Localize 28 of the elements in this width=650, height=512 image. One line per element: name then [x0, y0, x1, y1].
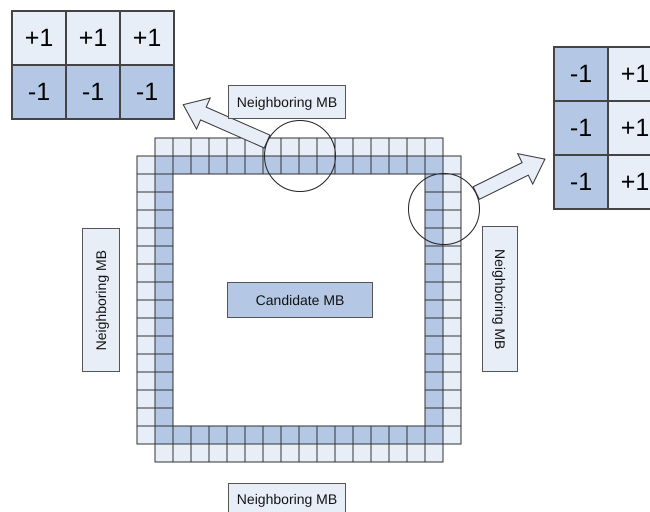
label-text: Neighboring MB: [236, 491, 338, 507]
kernel-grid: [553, 46, 650, 210]
kernel-value: -1: [554, 155, 608, 209]
circle-outline: [408, 173, 480, 245]
macroblock-label: [227, 282, 373, 318]
macroblock-label: [228, 85, 346, 119]
kernel-value: +1: [66, 11, 120, 65]
kernel-grid: [11, 10, 175, 120]
kernel-value: +1: [120, 11, 174, 65]
label-text: Neighboring MB: [93, 250, 109, 350]
kernel-value: -1: [554, 47, 608, 101]
circle-outline: [264, 120, 336, 192]
kernel-value: +1: [608, 101, 650, 155]
macroblock-label: [228, 483, 346, 512]
kernel-value: -1: [554, 101, 608, 155]
label-text: Neighboring MB: [236, 94, 338, 110]
kernel-value: +1: [608, 47, 650, 101]
label-text: Neighboring MB: [492, 248, 508, 350]
kernel-value: +1: [608, 155, 650, 209]
kernel-value: -1: [120, 65, 174, 119]
label-text: Candidate MB: [256, 292, 344, 308]
macroblock-label: [82, 228, 120, 372]
block-arrow: [182, 97, 271, 149]
kernel-value: -1: [12, 65, 66, 119]
kernel-value: +1: [12, 11, 66, 65]
macroblock-label: [482, 226, 518, 372]
kernel-value: -1: [66, 65, 120, 119]
block-arrow: [472, 152, 546, 200]
